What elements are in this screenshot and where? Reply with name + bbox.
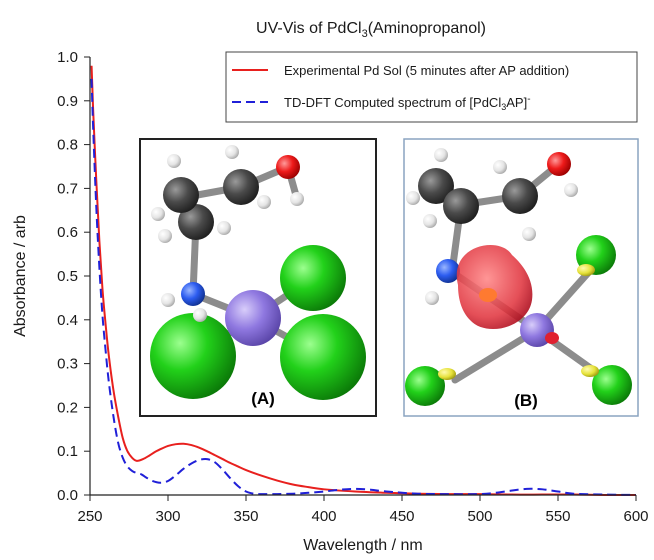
y-tick-label: 0.2 <box>57 399 78 416</box>
x-tick-label: 550 <box>545 508 570 525</box>
inset-b-orbital: (B) <box>403 138 639 417</box>
y-tick-label: 0.9 <box>57 93 78 110</box>
legend-label-tddft: TD-DFT Computed spectrum of [PdCl3AP]- <box>284 94 531 112</box>
inset-b-atoms <box>405 148 632 406</box>
y-tick-label: 0.5 <box>57 268 78 285</box>
y-ticks: 0.0 0.1 0.2 0.3 0.4 0.5 0.6 0.7 0.8 0.9 1.0 <box>57 49 90 504</box>
x-tick-label: 600 <box>623 508 648 525</box>
y-tick-label: 0.6 <box>57 224 78 241</box>
series-tddft-line <box>90 78 637 496</box>
inset-a-label: (A) <box>251 389 275 408</box>
inset-a-molecule: (A) <box>139 138 377 417</box>
legend-label-experimental: Experimental Pd Sol (5 minutes after AP … <box>284 63 569 78</box>
x-ticks: 250 300 350 400 450 500 550 600 <box>77 495 649 525</box>
x-tick-label: 250 <box>77 508 102 525</box>
inset-b-label: (B) <box>514 391 538 410</box>
y-tick-label: 1.0 <box>57 49 78 66</box>
x-tick-label: 350 <box>233 508 258 525</box>
x-tick-label: 300 <box>155 508 180 525</box>
series-layer <box>90 65 637 497</box>
y-tick-label: 0.8 <box>57 137 78 154</box>
x-axis-title: Wavelength / nm <box>303 537 422 554</box>
legend-box <box>225 51 638 123</box>
inset-a-atoms <box>150 145 366 400</box>
x-tick-label: 450 <box>389 508 414 525</box>
y-tick-label: 0.3 <box>57 356 78 373</box>
y-tick-label: 0.1 <box>57 443 78 460</box>
legend: Experimental Pd Sol (5 minutes after AP … <box>225 51 638 123</box>
y-tick-label: 0.4 <box>57 312 78 329</box>
x-tick-label: 400 <box>311 508 336 525</box>
y-axis-title: Absorbance / arb <box>12 215 29 337</box>
y-tick-label: 0.7 <box>57 180 78 197</box>
chart-title: UV-Vis of PdCl3(Aminopropanol) <box>256 20 486 40</box>
axes: 250 300 350 400 450 500 550 600 0.0 0.1 0.2 0.3 0.4… <box>57 49 648 525</box>
x-tick-label: 500 <box>467 508 492 525</box>
y-tick-label: 0.0 <box>57 487 78 504</box>
